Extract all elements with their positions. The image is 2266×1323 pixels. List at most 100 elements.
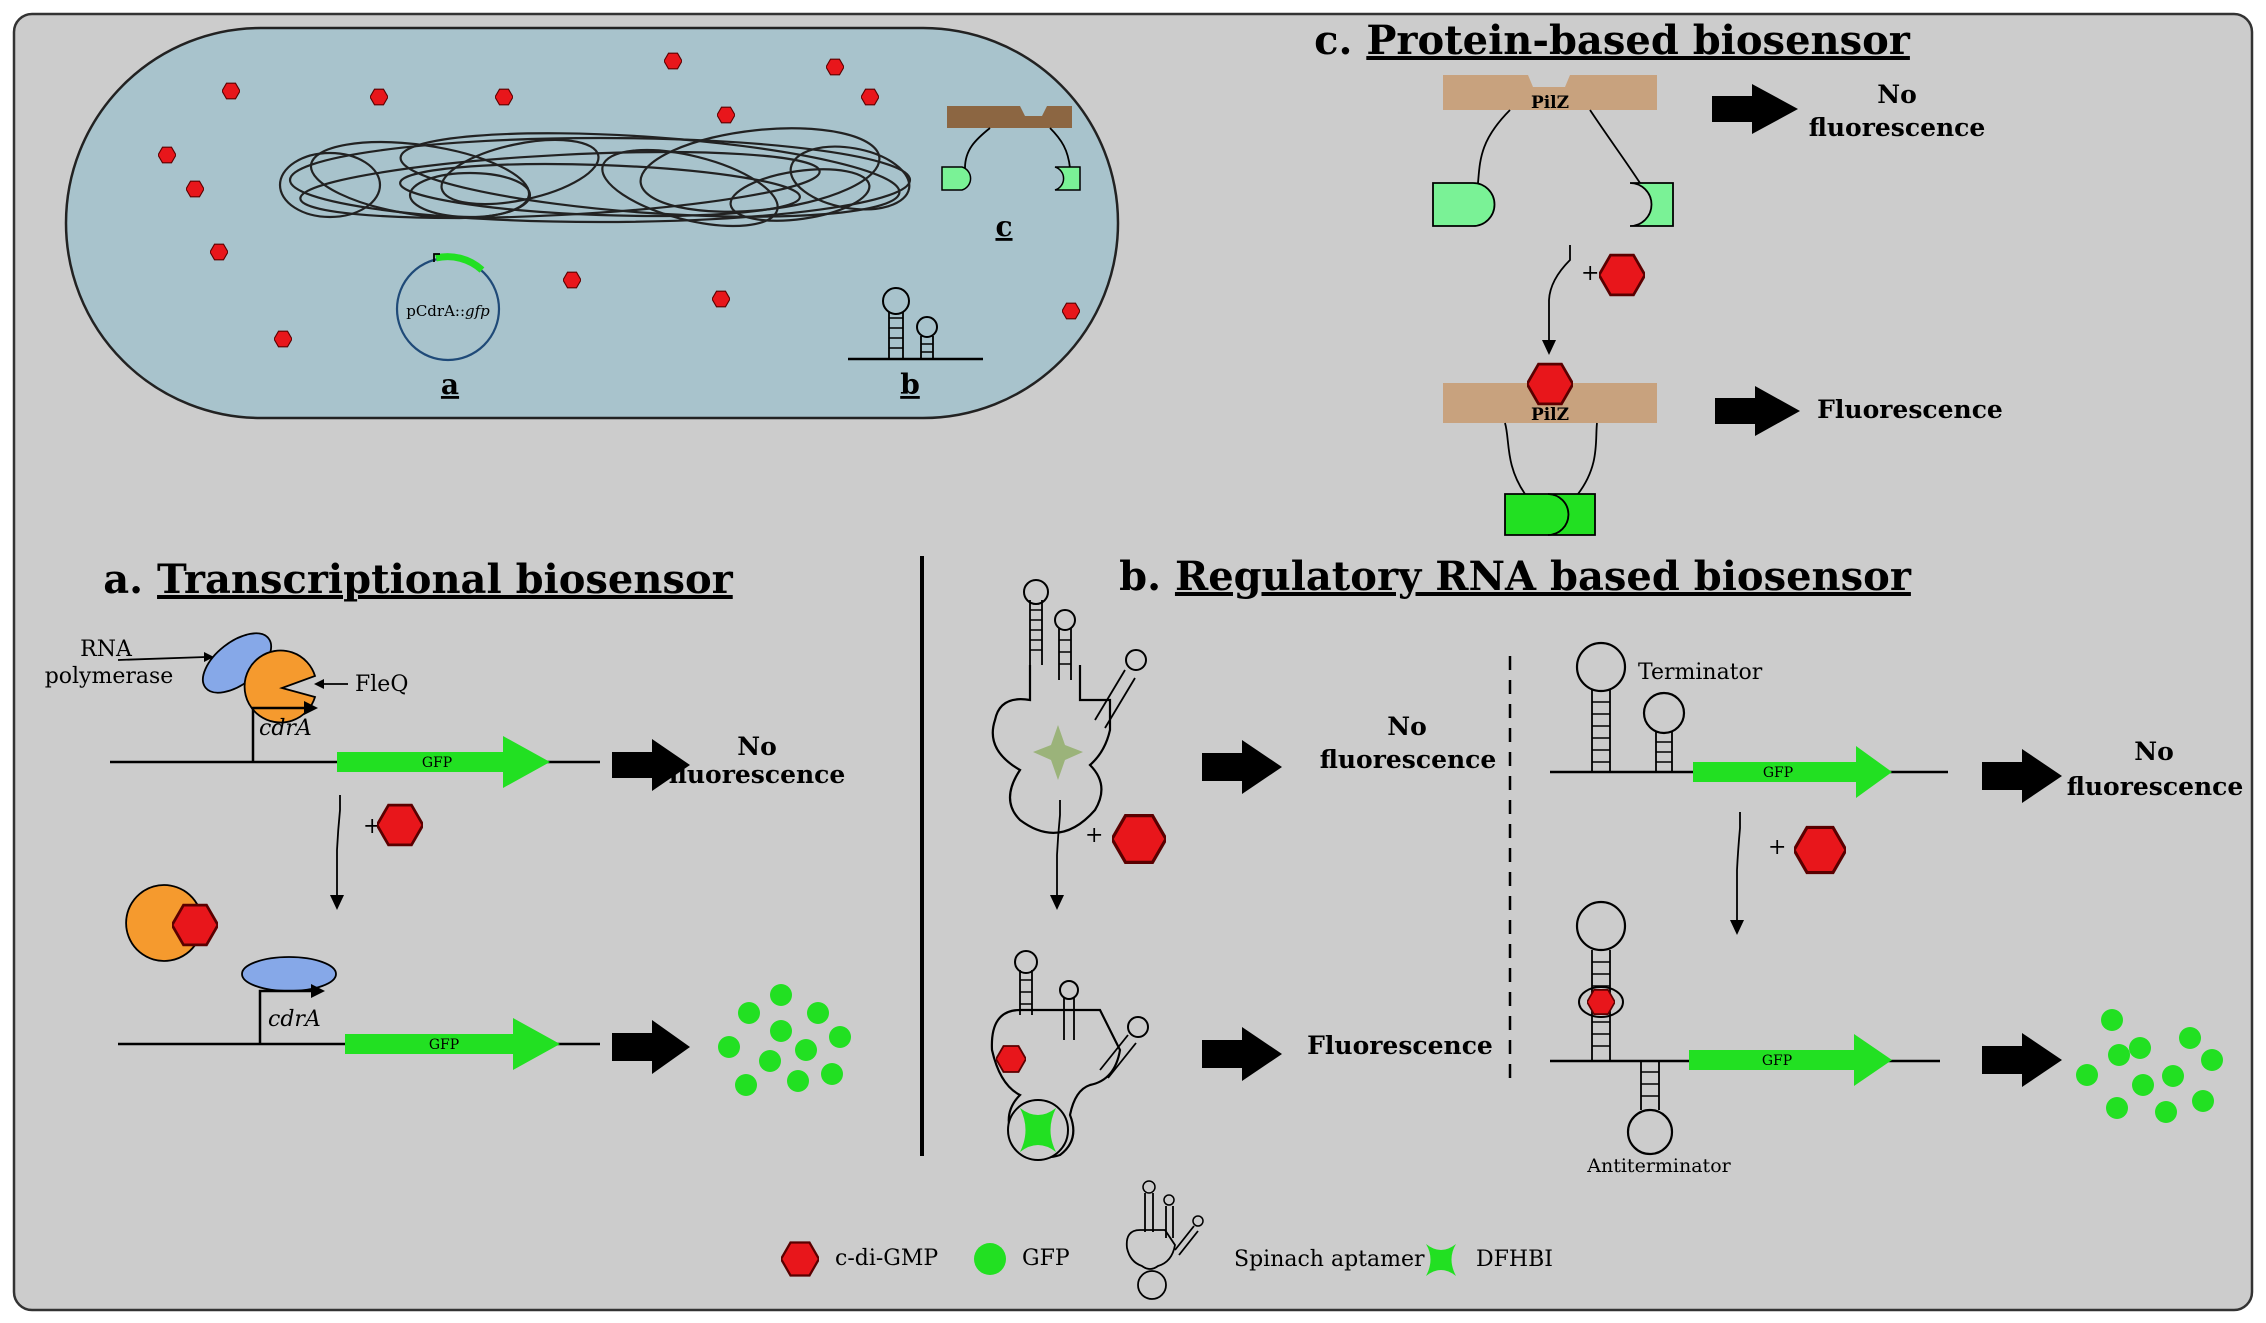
dfhbi-inactive: [1033, 725, 1083, 780]
c-di-gmp-molecule: [664, 52, 682, 70]
c-di-gmp-molecule: [210, 243, 228, 261]
legend-spinach-aptamer: Spinach aptamer: [1234, 1247, 1425, 1272]
result-on: Fluorescence: [1817, 395, 2003, 424]
pilz-label: PilZ: [1531, 93, 1569, 113]
panel-c-protein-biosensor: c. Protein-based biosensor PilZ No fluor…: [1314, 17, 2003, 536]
c-di-gmp-molecule: [712, 290, 730, 308]
arrow-right-icon: [1982, 1033, 2062, 1087]
panel-c-title: c. Protein-based biosensor: [1314, 17, 1911, 64]
transition-arrow: [1736, 812, 1741, 925]
c-di-gmp-molecule: [1112, 813, 1166, 865]
gfp-gene-label: GFP: [429, 1037, 459, 1053]
result-off-line1: No: [737, 732, 777, 761]
fluorescent-protein-half-left: [1432, 182, 1496, 227]
cdra-promoter-label: cdrA: [268, 1007, 321, 1032]
arrow-right-icon: [1982, 749, 2062, 803]
c-di-gmp-molecule: [377, 803, 423, 847]
transition-arrow: [336, 795, 341, 900]
result-on: Fluorescence: [1307, 1031, 1493, 1060]
result-off-line2: fluorescence: [669, 760, 846, 789]
gfp-gene-arrow: [345, 1018, 560, 1070]
c-di-gmp-molecule: [495, 88, 513, 106]
gfp-gene-label: GFP: [422, 755, 452, 771]
transition-arrow: [1548, 245, 1571, 345]
gfp-gene-arrow: [1693, 746, 1892, 798]
result-off-line2: fluorescence: [2067, 772, 2244, 801]
bacterial-cell: pCdrA::gfp a b: [64, 26, 1120, 420]
spinach-aptamer-legend-icon: [1125, 1180, 1204, 1300]
legend-dfhbi: DFHBI: [1476, 1247, 1553, 1272]
c-di-gmp-legend-icon: [781, 1241, 819, 1277]
pilz-domain: [1443, 75, 1657, 110]
legend: c-di-GMP GFP Spinach aptamer DFHBI: [781, 1180, 1553, 1300]
rna-polymerase-free: [241, 956, 337, 992]
c-di-gmp-molecule: [861, 88, 879, 106]
rna-polymerase-label-line1: RNA: [80, 637, 133, 662]
legend-gfp: GFP: [1022, 1246, 1070, 1271]
result-off-line2: fluorescence: [1320, 745, 1497, 774]
terminator-label: Terminator: [1638, 660, 1763, 685]
c-di-gmp-molecule: [186, 180, 204, 198]
legend-c-di-gmp: c-di-GMP: [835, 1246, 938, 1271]
antiterminator-label: Antiterminator: [1586, 1155, 1731, 1177]
pilz-bound-label: PilZ: [1531, 405, 1569, 425]
cell-label-b: b: [900, 368, 920, 401]
result-off-line1: No: [1387, 712, 1427, 741]
arrow-right-icon: [1202, 1027, 1282, 1081]
c-di-gmp-molecule: [222, 82, 240, 100]
c-di-gmp-molecule: [370, 88, 388, 106]
fluorescent-protein-half-right: [1629, 182, 1674, 227]
plus-sign: +: [1085, 823, 1103, 848]
c-di-gmp-molecule: [158, 146, 176, 164]
fleq-protein: [243, 649, 317, 724]
cdra-promoter-label: cdrA: [259, 716, 312, 741]
c-di-gmp-molecule: [274, 330, 292, 348]
cell-label-c: c: [995, 210, 1012, 243]
plasmid-label-prefix: pCdrA::: [406, 302, 465, 320]
cell-label-a: a: [441, 368, 459, 401]
result-off-line2: fluorescence: [1809, 113, 1986, 142]
fluorescent-protein-complete-right: [1547, 493, 1596, 536]
chromosome: [278, 127, 912, 228]
gfp-gene-label: GFP: [1763, 765, 1793, 781]
c-di-gmp-molecule: [826, 58, 844, 76]
gfp-gene-arrow: [1689, 1034, 1892, 1086]
rna-polymerase-label-line2: polymerase: [45, 664, 174, 689]
c-di-gmp-molecule: [1062, 302, 1080, 320]
plus-sign: +: [363, 814, 381, 839]
c-di-gmp-molecule: [996, 1045, 1026, 1073]
c-di-gmp-molecule: [717, 106, 735, 124]
gfp-gene-label: GFP: [1762, 1053, 1792, 1069]
plus-sign: +: [1768, 835, 1786, 860]
result-off-line1: No: [2134, 737, 2174, 766]
arrow-right-icon: [612, 1020, 690, 1074]
c-di-gmp-molecule: [172, 903, 218, 947]
plasmid-label-gene: gfp: [465, 302, 490, 320]
plasmid-pcdra-gfp: pCdrA::gfp: [395, 253, 501, 362]
arrow-right-icon: [1712, 84, 1798, 134]
spinach-aptamer-bound: [990, 950, 1149, 1161]
transition-arrow: [1056, 800, 1061, 900]
panel-b-rna-biosensor: b. Regulatory RNA based biosensor No flu…: [990, 553, 2244, 1177]
c-di-gmp-molecule: [563, 271, 581, 289]
plus-sign: +: [1581, 261, 1599, 286]
fleq-bound-protein: [125, 884, 199, 962]
panel-a-transcriptional-biosensor: a. Transcriptional biosensor RNA polymer…: [45, 556, 851, 1096]
c-di-gmp-molecule: [1794, 825, 1846, 875]
arrow-right-icon: [612, 739, 690, 791]
gfp-legend-icon: [974, 1243, 1006, 1275]
fluorescent-protein-complete-left: [1504, 493, 1570, 536]
panel-b-title: b. Regulatory RNA based biosensor: [1119, 553, 1912, 600]
spinach-aptamer-unbound: [991, 579, 1147, 834]
dfhbi-legend-icon: [1426, 1244, 1456, 1276]
fleq-label: FleQ: [355, 672, 408, 697]
riboswitch-icon: [848, 287, 983, 361]
pilz-sensor-icon: [941, 106, 1081, 191]
arrow-right-icon: [1202, 740, 1282, 794]
gfp-gene-arrow: [337, 736, 550, 788]
panel-a-title: a. Transcriptional biosensor: [103, 556, 733, 603]
gfp-fluorescence-dots: [718, 984, 851, 1096]
c-di-gmp-molecule: [1587, 989, 1615, 1015]
svg-text:pCdrA::gfp: pCdrA::gfp: [406, 302, 490, 320]
